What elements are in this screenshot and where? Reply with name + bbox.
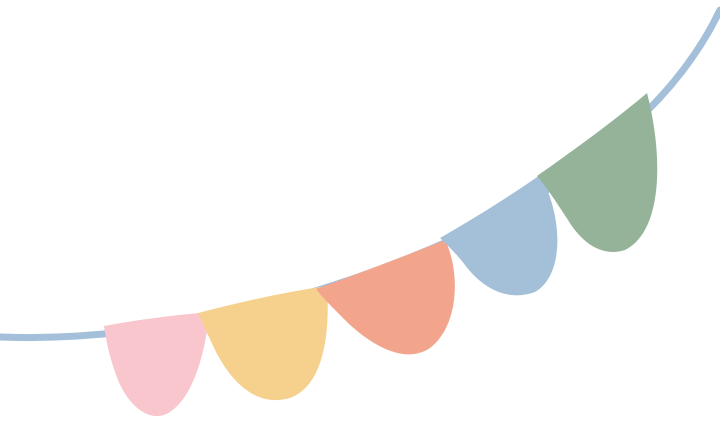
pennant-green	[537, 93, 658, 252]
pennant-pink	[104, 312, 210, 417]
pennant-salmon	[316, 240, 455, 355]
pennant-yellow	[198, 286, 328, 401]
pennant-blue	[440, 175, 558, 296]
